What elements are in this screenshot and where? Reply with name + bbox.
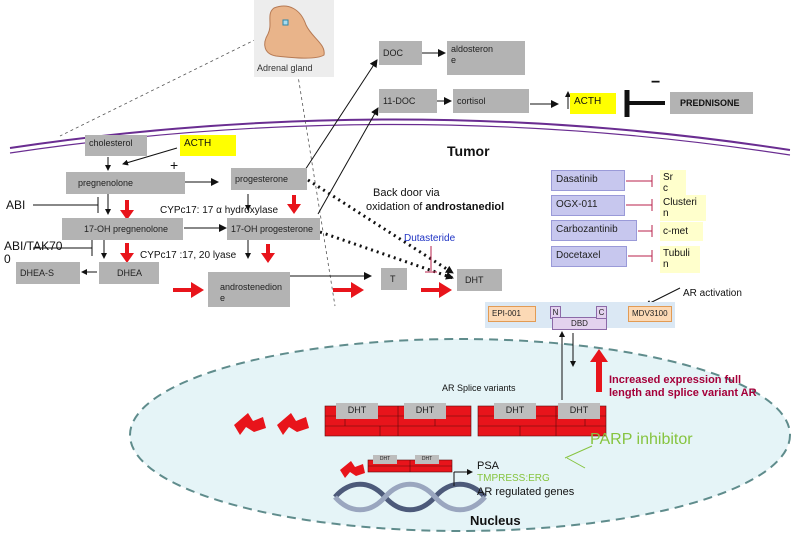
adrenal-gland-label: Adrenal gland (257, 63, 313, 73)
acth-to-cholesterol (122, 147, 178, 166)
abi-tak-label: ABI/TAK70 0 (4, 239, 63, 266)
tumor-label: Tumor (447, 143, 490, 159)
drug-inhibitors (626, 175, 653, 262)
minus-sign: − (651, 74, 661, 91)
dutasteride-label: Dutasteride (404, 233, 456, 244)
androstanediol-label: androstanediol (425, 201, 505, 213)
oh-pregnenolone-box: 17-OH pregnenolone (62, 218, 183, 240)
adrenal-gland-drawing (264, 5, 325, 59)
dna-dht-small-1: DHT (373, 455, 397, 464)
acth-top-box: ACTH (570, 93, 616, 114)
red-arrow-right-2 (333, 282, 364, 298)
backdoor-label-2-text: oxidation of (366, 201, 426, 213)
drug-carbozantinib: Carbozantinib (551, 220, 637, 241)
dhea-box: DHEA (99, 262, 159, 284)
dna-dht-small-2: DHT (415, 455, 439, 464)
red-arrow-right-1 (173, 282, 204, 298)
red-arrow-down-1 (120, 200, 134, 220)
dhea-s-box: DHEA-S (16, 262, 80, 284)
oh-progesterone-box: 17-OH progesterone (227, 218, 320, 240)
target-clusterin: Clusteri n (660, 195, 706, 221)
cortisol-box: cortisol (453, 89, 529, 113)
dna-dht-1: DHT (336, 403, 378, 419)
progesterone-box: progesterone (231, 168, 307, 190)
dna-dht-4: DHT (558, 403, 600, 419)
dna-dht-2: DHT (404, 403, 446, 419)
adrenal-link-right (289, 25, 336, 307)
psa-label: PSA (477, 460, 500, 472)
nucleus-label: Nucleus (470, 513, 521, 528)
red-arrow-down-4 (261, 244, 275, 263)
mdv3100-box: MDV3100 (628, 306, 672, 322)
prednisone-box: PREDNISONE (670, 92, 753, 114)
parp-inhibitor-label: PARP inhibitor (590, 431, 693, 448)
red-arrow-down-3 (120, 243, 134, 263)
dna-dht-3: DHT (494, 403, 536, 419)
drug-docetaxel: Docetaxel (551, 246, 627, 267)
dht-box: DHT (457, 269, 502, 291)
ohprog-to-elevendoc (317, 107, 379, 215)
eleven-doc-box: 11-DOC (379, 89, 437, 113)
dna-helix (333, 481, 487, 513)
red-arrow-up (590, 349, 608, 392)
red-arrows (120, 195, 608, 392)
membrane-outer (9, 118, 791, 151)
receptor-c: C (596, 306, 607, 319)
ar-activation-label: AR activation (683, 288, 742, 299)
cyp-lyase-label: CYPc17 :17, 20 lyase (140, 250, 237, 261)
target-cmet: c-met (660, 222, 703, 241)
abi-label: ABI (6, 198, 26, 212)
backdoor-label-2: oxidation of androstanediol (366, 201, 504, 213)
epi-001-box: EPI-001 (488, 306, 536, 322)
adrenal-gland-image: Adrenal gland (254, 0, 334, 77)
receptor-dbd: DBD (552, 317, 607, 330)
doc-box: DOC (379, 41, 422, 65)
androstenedione-box: androstenedion e (208, 272, 290, 307)
red-arrow-right-3 (421, 282, 452, 298)
drug-ogx011: OGX-011 (551, 195, 625, 216)
tmpress-erg-label: TMPRESS:ERG (477, 473, 550, 484)
target-tubulin: Tubuli n (660, 246, 700, 273)
adrenal-link-left (59, 25, 284, 137)
progesterone-to-doc (304, 59, 378, 171)
plus-sign: + (170, 157, 179, 173)
drug-dasatinib: Dasatinib (551, 170, 625, 191)
aldosterone-box: aldosteron e (447, 41, 525, 75)
cyp-hydroxylase-label: CYPc17: 17 α hydroxylase (160, 205, 279, 216)
acth-box: ACTH (180, 135, 236, 156)
pregnenolone-box: pregnenolone (66, 172, 185, 194)
red-fragments (234, 413, 365, 478)
cholesterol-box: cholesterol (85, 135, 147, 156)
splice-variants-label: AR Splice variants (442, 383, 516, 393)
target-src: Sr c (660, 170, 686, 196)
t-box: T (381, 268, 407, 290)
red-arrow-down-2 (287, 195, 301, 214)
increased-expression-line1: Increased expression full (609, 374, 742, 386)
parp-link-1 (564, 445, 593, 459)
increased-expression-line2: length and splice variant AR (609, 387, 757, 399)
backdoor-label-1: Back door via (373, 187, 440, 199)
ar-regulated-genes-label: AR regulated genes (477, 486, 575, 498)
parp-link-2 (566, 457, 586, 469)
